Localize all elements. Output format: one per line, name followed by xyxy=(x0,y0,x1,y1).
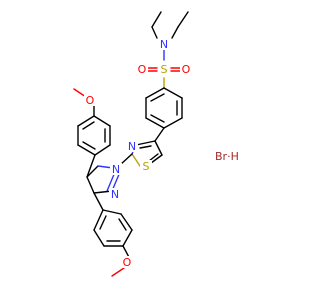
sulfonyl-oxygen-right: O xyxy=(182,63,191,76)
bond xyxy=(82,141,96,150)
sulfonyl-oxygen-left: O xyxy=(138,63,147,76)
bond xyxy=(135,140,156,146)
methoxy-oxygen-top: O xyxy=(86,94,95,107)
bond xyxy=(93,229,105,247)
bond xyxy=(163,117,183,129)
molecule-structure: N S O O N S N N O O Br·H xyxy=(73,11,239,277)
bond xyxy=(163,87,183,99)
bond xyxy=(148,153,159,162)
pyrazoline-nitrogen-2: N xyxy=(111,188,119,201)
bond xyxy=(111,267,125,277)
bond xyxy=(171,26,179,39)
bond xyxy=(139,145,152,149)
bond xyxy=(120,213,133,231)
bond xyxy=(106,171,116,192)
sulfonyl-sulfur: S xyxy=(161,63,168,76)
bond xyxy=(118,218,127,231)
methoxy-oxygen-bottom: O xyxy=(123,256,132,269)
bond xyxy=(122,229,133,247)
bond xyxy=(86,176,95,194)
bond xyxy=(151,26,158,39)
bond xyxy=(154,140,163,156)
bond xyxy=(86,154,96,178)
bond xyxy=(93,192,104,211)
bond xyxy=(82,121,95,130)
bond xyxy=(77,144,96,156)
pyrazoline-nitrogen-1: N xyxy=(112,163,120,176)
bond xyxy=(111,171,121,192)
bond xyxy=(145,117,165,129)
atom-labels: N S O O N S N N O O Br·H xyxy=(84,38,239,269)
bond xyxy=(102,209,122,215)
bond xyxy=(150,93,165,102)
bond xyxy=(93,209,104,231)
bond xyxy=(86,165,99,178)
salt-label: Br·H xyxy=(215,150,239,163)
bond xyxy=(77,115,95,127)
bond xyxy=(94,144,111,156)
bond xyxy=(99,215,107,230)
bond xyxy=(145,87,165,99)
bond xyxy=(93,115,111,127)
bond xyxy=(177,11,189,28)
sulfonamide-nitrogen: N xyxy=(160,38,168,51)
bond xyxy=(151,11,162,28)
bonds xyxy=(73,11,189,277)
bond xyxy=(131,153,141,167)
thiazole-sulfur: S xyxy=(143,160,150,173)
thiazole-nitrogen: N xyxy=(128,140,136,153)
bond xyxy=(154,127,165,142)
bond xyxy=(150,114,165,123)
